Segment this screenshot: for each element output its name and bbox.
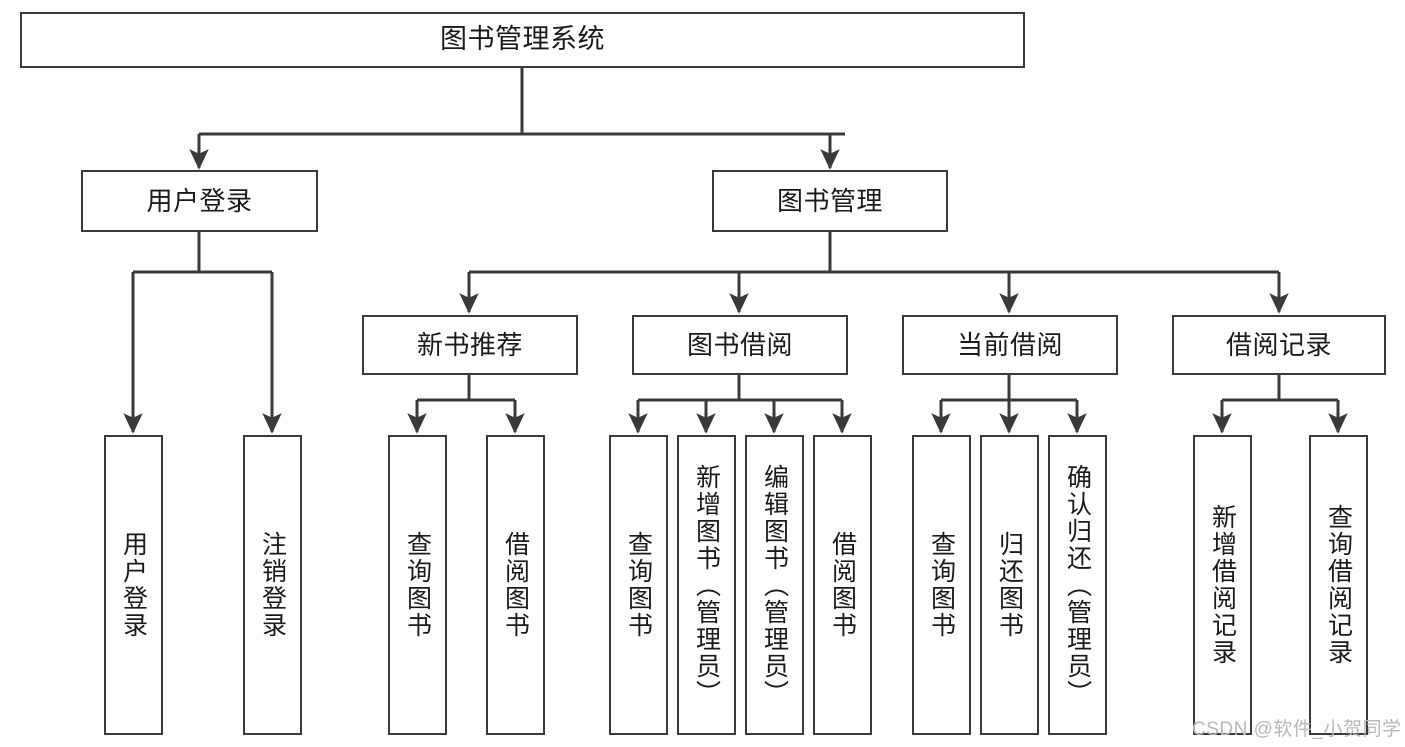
- node-user-login[interactable]: 用户登录: [81, 170, 318, 232]
- node-leaf-borrow-book-recommend[interactable]: 借阅图书: [486, 435, 545, 735]
- node-label: 借阅记录: [1225, 329, 1332, 360]
- node-leaf-return-book[interactable]: 归还图书: [980, 435, 1039, 735]
- node-label: 用户登录: [119, 531, 148, 639]
- csdn-watermark: CSDN @软件_小贺同学: [1192, 719, 1402, 740]
- node-leaf-add-borrow-record[interactable]: 新增借阅记录: [1193, 435, 1252, 735]
- node-label: 新增图书（管理员）: [692, 463, 721, 707]
- node-label: 归还图书: [995, 531, 1024, 639]
- node-root-book-management-system[interactable]: 图书管理系统: [20, 12, 1025, 68]
- node-label: 查询图书: [403, 531, 432, 639]
- node-label: 查询图书: [927, 531, 956, 639]
- node-leaf-borrow-book[interactable]: 借阅图书: [813, 435, 872, 735]
- node-label: 图书管理系统: [440, 24, 605, 55]
- node-label: 用户登录: [146, 185, 253, 216]
- node-leaf-query-book-current[interactable]: 查询图书: [912, 435, 971, 735]
- node-leaf-user-login[interactable]: 用户登录: [104, 435, 163, 735]
- node-current-borrow[interactable]: 当前借阅: [902, 315, 1118, 375]
- node-book-management[interactable]: 图书管理: [712, 170, 948, 232]
- node-leaf-user-logout[interactable]: 注销登录: [243, 435, 302, 735]
- node-label: 注销登录: [258, 531, 287, 639]
- node-label: 当前借阅: [956, 329, 1063, 360]
- node-borrow-record[interactable]: 借阅记录: [1172, 315, 1386, 375]
- node-leaf-edit-book-admin[interactable]: 编辑图书（管理员）: [745, 435, 804, 735]
- node-label: 图书借阅: [686, 329, 793, 360]
- node-label: 借阅图书: [501, 531, 530, 639]
- node-label: 新增借阅记录: [1208, 504, 1237, 666]
- node-label: 借阅图书: [828, 531, 857, 639]
- node-label: 确认归还（管理员）: [1063, 463, 1092, 707]
- node-book-borrow[interactable]: 图书借阅: [632, 315, 848, 375]
- node-label: 查询借阅记录: [1324, 504, 1353, 666]
- node-leaf-confirm-return-admin[interactable]: 确认归还（管理员）: [1048, 435, 1107, 735]
- node-leaf-query-book-borrow[interactable]: 查询图书: [609, 435, 668, 735]
- node-leaf-add-book-admin[interactable]: 新增图书（管理员）: [677, 435, 736, 735]
- node-label: 编辑图书（管理员）: [760, 463, 789, 707]
- node-leaf-query-book-recommend[interactable]: 查询图书: [388, 435, 447, 735]
- node-label: 新书推荐: [416, 329, 523, 360]
- node-leaf-query-borrow-record[interactable]: 查询借阅记录: [1309, 435, 1368, 735]
- node-label: 图书管理: [776, 185, 883, 216]
- node-label: 查询图书: [624, 531, 653, 639]
- node-new-book-recommend[interactable]: 新书推荐: [362, 315, 578, 375]
